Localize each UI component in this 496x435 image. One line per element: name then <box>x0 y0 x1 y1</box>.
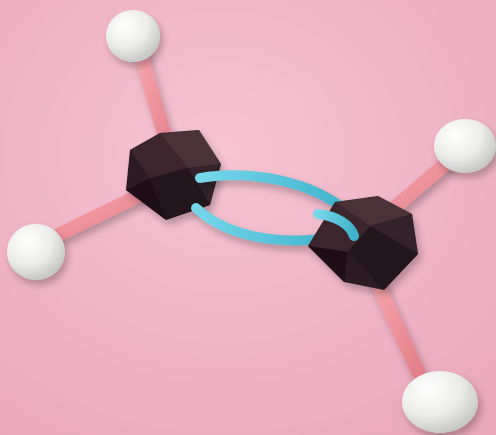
bond-h2-c1 <box>53 188 147 241</box>
hydrogen-atom-1 <box>106 10 160 62</box>
hydrogen-atoms <box>7 10 496 433</box>
hydrogen-atom-2 <box>7 224 65 280</box>
hydrogen-atom-3 <box>434 119 496 173</box>
bond-h4-c2 <box>369 273 425 379</box>
double-bond-front-segment <box>313 209 359 241</box>
hydrogen-atom-4 <box>402 371 478 433</box>
